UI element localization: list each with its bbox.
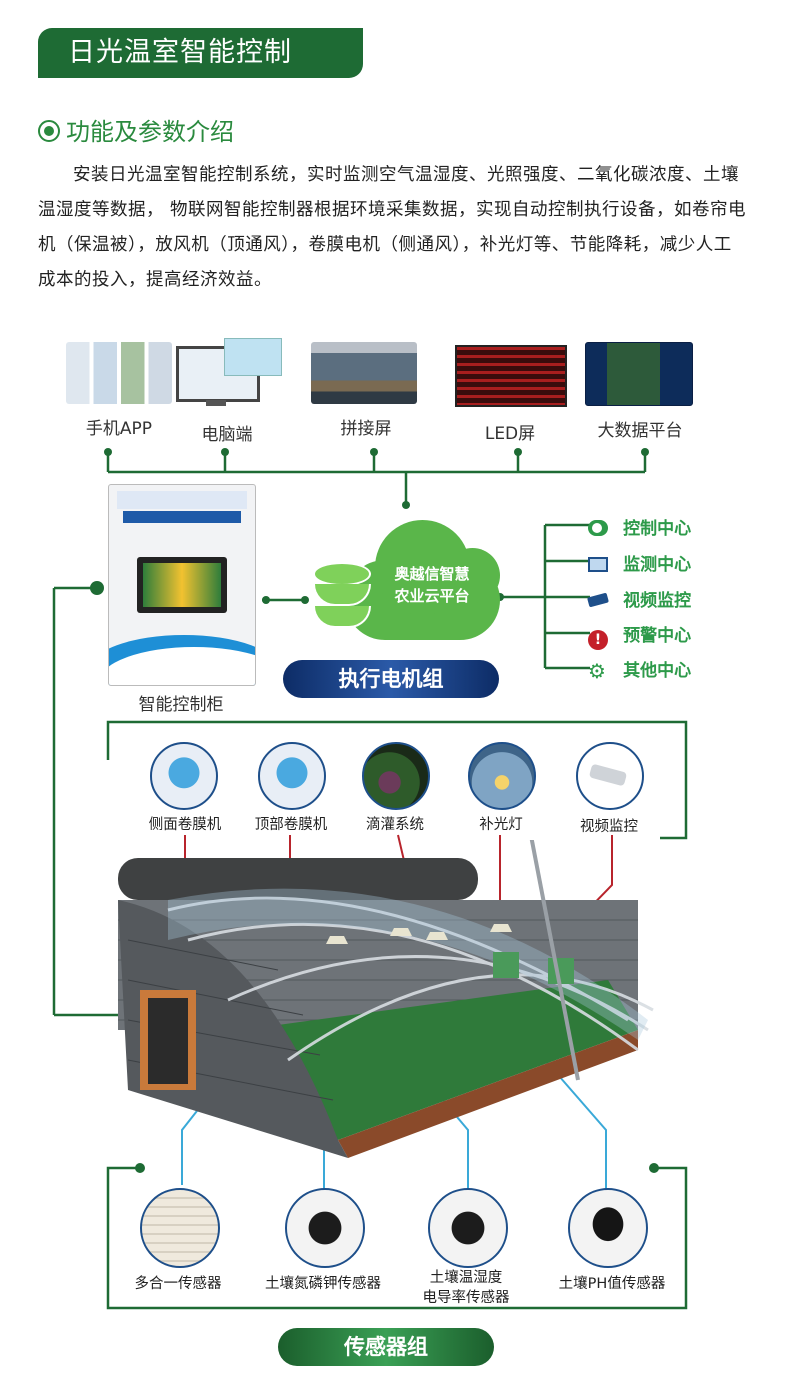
actuator-grow-light: [468, 742, 536, 810]
sensor-label: 多合一传感器: [134, 1276, 222, 1292]
led-screen-icon: [455, 345, 567, 407]
sensor-ph: [568, 1188, 648, 1268]
center-item-video: 视频监控: [587, 586, 692, 611]
sensor-label: 土壤PH值传感器: [558, 1276, 666, 1292]
sensor-label-line2: 电导率传感器: [422, 1290, 510, 1306]
alert-exclamation-icon: !: [588, 630, 608, 650]
terminal-computer: 电脑端: [172, 338, 284, 445]
center-label: 预警中心: [623, 626, 692, 646]
monitor-chart-icon: [588, 557, 608, 572]
computer-monitor-icon: [172, 338, 284, 408]
sensor-label-group: 土壤温湿度 电导率传感器: [406, 1268, 526, 1308]
gear-icon: ⚙: [588, 659, 606, 683]
target-circle-icon: [38, 120, 60, 142]
actuator-label: 侧面卷膜机: [148, 817, 222, 833]
terminal-led-screen: LED屏: [455, 345, 567, 444]
database-icon: [313, 562, 371, 632]
section-heading: 功能及参数介绍: [38, 112, 234, 147]
security-camera-icon: [576, 742, 644, 810]
center-label: 控制中心: [623, 519, 692, 539]
actuator-group-title: 执行电机组: [283, 660, 499, 698]
center-item-control: 控制中心: [588, 514, 691, 539]
actuator-label: 滴灌系统: [366, 817, 424, 833]
control-cabinet: [108, 484, 256, 686]
sensor-label: 土壤温湿度: [429, 1270, 503, 1286]
louvered-sensor-icon: [140, 1188, 220, 1268]
cloud-title-line1: 奥越信智慧: [394, 565, 470, 583]
actuator-drip: [362, 742, 430, 810]
cloud-title-line2: 农业云平台: [394, 587, 470, 605]
control-toggle-icon: [588, 520, 608, 536]
cctv-camera-icon: [587, 592, 609, 608]
terminal-phone-app: 手机APP: [66, 342, 174, 439]
video-wall-icon: [311, 342, 417, 404]
ph-probe-sensor-icon: [568, 1188, 648, 1268]
terminal-label: 大数据平台: [597, 421, 683, 441]
actuator-top-roller: [258, 742, 326, 810]
center-label: 其他中心: [623, 661, 692, 681]
film-roller-motor-icon: [150, 742, 218, 810]
sensor-group-title: 传感器组: [278, 1328, 494, 1366]
page-title: 日光温室智能控制: [38, 28, 363, 78]
soil-probe-sensor-icon: [428, 1188, 508, 1268]
phone-app-icon: [66, 342, 172, 404]
terminal-label: LED屏: [484, 424, 536, 444]
actuator-label: 补光灯: [479, 817, 523, 833]
soil-probe-sensor-icon: [285, 1188, 365, 1268]
section-title: 功能及参数介绍: [66, 118, 234, 146]
center-item-monitor: 监测中心: [588, 550, 691, 575]
terminal-label: 电脑端: [201, 425, 253, 445]
terminal-label: 手机APP: [85, 419, 153, 439]
intro-paragraph: 安装日光温室智能控制系统，实时监测空气温湿度、光照强度、二氧化碳浓度、土壤温湿度…: [38, 165, 747, 290]
actuator-label: 顶部卷膜机: [254, 817, 328, 833]
center-label: 视频监控: [623, 591, 692, 611]
sensor-label: 土壤氮磷钾传感器: [265, 1276, 381, 1292]
sensor-soil-ec: [428, 1188, 508, 1268]
greenhouse-illustration: [118, 840, 654, 1158]
big-data-dashboard-icon: [585, 342, 693, 406]
actuator-label: 视频监控: [580, 819, 638, 835]
center-item-alert: ! 预警中心: [588, 621, 691, 650]
terminal-label: 拼接屏: [340, 419, 392, 439]
actuator-side-roller: [150, 742, 218, 810]
cloud-platform: 奥越信智慧 农业云平台: [305, 520, 500, 640]
terminal-video-wall: 拼接屏: [311, 342, 421, 439]
sensor-multi: [140, 1188, 220, 1268]
film-roller-motor-icon: [258, 742, 326, 810]
center-label: 监测中心: [623, 555, 692, 575]
drip-irrigation-icon: [362, 742, 430, 810]
cabinet-label: 智能控制柜: [138, 695, 224, 715]
actuator-camera: [576, 742, 644, 810]
terminal-big-data: 大数据平台: [585, 342, 695, 441]
grow-light-icon: [468, 742, 536, 810]
sensor-npk: [285, 1188, 365, 1268]
center-item-other: ⚙ 其他中心: [588, 656, 691, 681]
